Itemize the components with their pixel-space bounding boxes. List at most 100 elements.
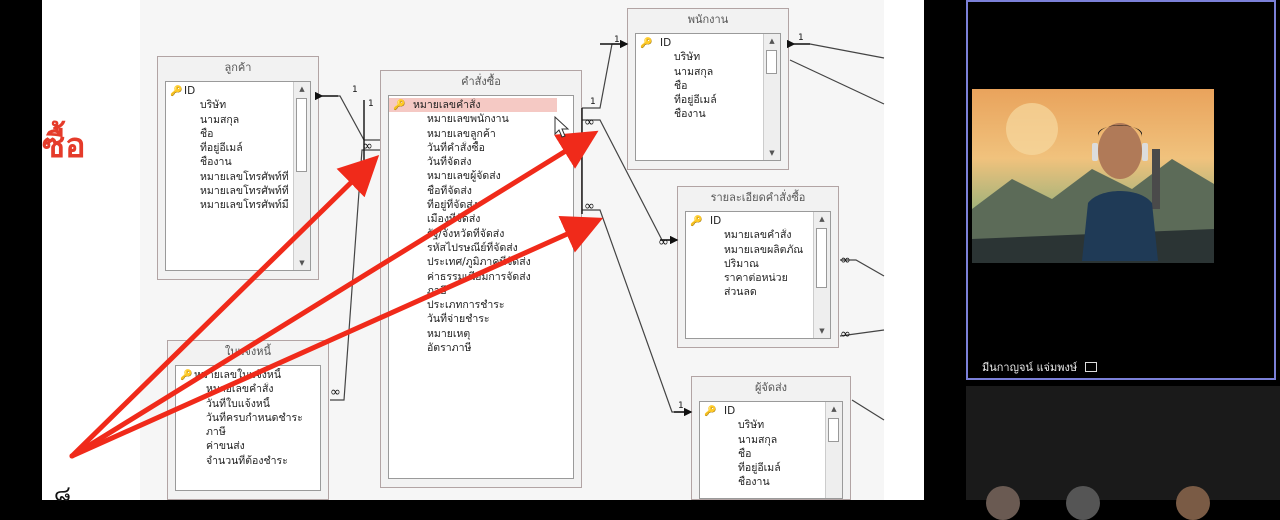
field-item[interactable]: ชื่องาน bbox=[200, 156, 232, 169]
table-invoices[interactable]: ใบแจ้งหนี้ 🔑หมายเลขใบแจ้งหนี้ หมายเลขคำส… bbox=[167, 340, 329, 500]
participant-name-label: มีนกาญจน์ แจ่มพงษ์ bbox=[982, 358, 1097, 376]
key-icon: 🔑 bbox=[690, 216, 703, 227]
field-item[interactable]: นามสกุล bbox=[200, 113, 240, 126]
table-employees[interactable]: พนักงาน 🔑ID บริษัท นามสกุล ชื่อ ที่อยู่อ… bbox=[627, 8, 789, 170]
field-item[interactable]: 🔑ID bbox=[686, 214, 814, 228]
field-item[interactable]: บริษัท bbox=[200, 99, 227, 112]
key-icon: 🔑 bbox=[640, 38, 653, 49]
field-list-box[interactable]: 🔑ID บริษัท นามสกุล ชื่อ ที่อยู่อีเมล์ ชื… bbox=[635, 33, 781, 161]
table-order-details[interactable]: รายละเอียดคำสั่งซื้อ 🔑ID หมายเลขคำสั่ง ห… bbox=[677, 186, 839, 348]
field-item[interactable]: 🔑ID bbox=[636, 36, 764, 50]
field-item[interactable]: ที่อยู่ที่จัดส่ง bbox=[427, 199, 478, 212]
field-list: 🔑ID บริษัท นามสกุล ชื่อ ที่อยู่อีเมล์ ชื… bbox=[166, 82, 310, 213]
field-item[interactable]: ภาษี bbox=[427, 284, 447, 297]
field-item[interactable]: ที่อยู่อีเมล์ bbox=[200, 142, 243, 155]
field-item[interactable]: นามสกุล bbox=[738, 433, 778, 446]
field-item[interactable]: หมายเลขพนักงาน bbox=[427, 113, 509, 126]
scroll-down-icon[interactable]: ▼ bbox=[299, 259, 305, 267]
table-orders[interactable]: คำสั่งซื้อ 🔑หมายเลขคำสั่ง หมายเลขพนักงาน… bbox=[380, 70, 582, 488]
field-list-box[interactable]: 🔑หมายเลขใบแจ้งหนี้ หมายเลขคำสั่ง วันที่ใ… bbox=[175, 365, 321, 491]
field-item[interactable]: นามสกุล bbox=[674, 65, 714, 78]
participant-thumbnail[interactable] bbox=[1066, 486, 1100, 520]
field-item[interactable]: จำนวนที่ต้องชำระ bbox=[206, 454, 288, 467]
field-item[interactable]: ค่าธรรมเนียมการจัดส่ง bbox=[427, 270, 531, 283]
field-item[interactable]: ชื่อ bbox=[674, 79, 688, 92]
field-item[interactable]: วันที่คำสั่งซื้อ bbox=[427, 141, 485, 154]
mouse-cursor-icon bbox=[554, 116, 570, 138]
field-list: 🔑หมายเลขคำสั่ง หมายเลขพนักงาน หมายเลขลูก… bbox=[389, 96, 573, 355]
scroll-up-icon[interactable]: ▲ bbox=[819, 215, 825, 223]
field-list-box[interactable]: 🔑ID หมายเลขคำสั่ง หมายเลขผลิตภัณ ปริมาณ … bbox=[685, 211, 831, 339]
field-item[interactable]: ชื่อ bbox=[738, 447, 752, 460]
field-item[interactable]: หมายเลขโทรศัพท์ที่ bbox=[200, 170, 289, 183]
field-item[interactable]: ประเภทการชำระ bbox=[427, 299, 505, 312]
table-customers[interactable]: ลูกค้า 🔑ID บริษัท นามสกุล ชื่อ ที่อยู่อี… bbox=[157, 56, 319, 280]
vertical-scrollbar[interactable]: ▲ ▼ bbox=[293, 82, 310, 270]
field-item[interactable]: รัฐ/จังหวัดที่จัดส่ง bbox=[427, 227, 505, 240]
field-list-box[interactable]: 🔑ID บริษัท นามสกุล ชื่อ ที่อยู่อีเมล์ ชื… bbox=[165, 81, 311, 271]
table-title: พนักงาน bbox=[687, 13, 729, 26]
scroll-thumb[interactable] bbox=[828, 418, 839, 442]
field-item[interactable]: วันที่จ่ายชำระ bbox=[427, 313, 490, 326]
field-list: 🔑ID หมายเลขคำสั่ง หมายเลขผลิตภัณ ปริมาณ … bbox=[686, 212, 830, 300]
field-item[interactable]: ส่วนลด bbox=[724, 286, 757, 299]
field-item[interactable]: บริษัท bbox=[738, 419, 765, 432]
table-title: คำสั่งซื้อ bbox=[461, 75, 501, 88]
field-item[interactable]: หมายเลขผลิตภัณ bbox=[724, 243, 804, 256]
key-icon: 🔑 bbox=[393, 100, 406, 111]
field-item[interactable]: หมายเลขโทรศัพท์มื bbox=[200, 199, 289, 212]
field-item-selected[interactable]: 🔑หมายเลขคำสั่ง bbox=[389, 98, 557, 113]
participant-thumbnail[interactable] bbox=[1176, 486, 1210, 520]
slide-title-fragment: ซื้อ bbox=[42, 126, 86, 166]
field-item[interactable]: หมายเลขลูกค้า bbox=[427, 127, 496, 140]
field-item[interactable]: ค่าขนส่ง bbox=[206, 440, 245, 453]
field-item[interactable]: หมายเหตุ bbox=[427, 327, 471, 340]
field-item[interactable]: วันที่ใบแจ้งหนี้ bbox=[206, 397, 270, 410]
scroll-up-icon[interactable]: ▲ bbox=[769, 37, 775, 45]
table-title: รายละเอียดคำสั่งซื้อ bbox=[710, 191, 806, 204]
field-item[interactable]: ชื่องาน bbox=[738, 476, 770, 489]
field-list: 🔑ID บริษัท นามสกุล ชื่อ ที่อยู่อีเมล์ ชื… bbox=[700, 402, 842, 490]
field-item[interactable]: ประเทศ/ภูมิภาคที่จัดส่ง bbox=[427, 256, 531, 269]
field-item[interactable]: ราคาต่อหน่วย bbox=[724, 272, 788, 285]
field-item[interactable]: 🔑ID bbox=[700, 404, 826, 418]
participant-video-tile[interactable]: มีนกาญจน์ แจ่มพงษ์ bbox=[966, 0, 1276, 380]
field-item[interactable]: 🔑ID bbox=[166, 84, 294, 98]
field-item[interactable]: วันที่จัดส่ง bbox=[427, 156, 472, 169]
vertical-scrollbar[interactable]: ▲ ▼ bbox=[813, 212, 830, 338]
field-item[interactable]: อัตราภาษี bbox=[427, 342, 472, 355]
scroll-thumb[interactable] bbox=[766, 50, 777, 74]
field-list-box[interactable]: 🔑ID บริษัท นามสกุล ชื่อ ที่อยู่อีเมล์ ชื… bbox=[699, 401, 843, 499]
field-item[interactable]: วันที่ครบกำหนดชำระ bbox=[206, 411, 303, 424]
field-item[interactable]: ชื่อที่จัดส่ง bbox=[427, 184, 472, 197]
slide-bottom-glyph: ๘ bbox=[54, 482, 71, 507]
scroll-down-icon[interactable]: ▼ bbox=[819, 327, 825, 335]
field-item[interactable]: บริษัท bbox=[674, 51, 701, 64]
vertical-scrollbar[interactable]: ▲ bbox=[825, 402, 842, 498]
participant-thumbnail[interactable] bbox=[986, 486, 1020, 520]
field-item[interactable]: ที่อยู่อีเมล์ bbox=[738, 462, 781, 475]
field-item[interactable]: หมายเลขโทรศัพท์ที่ bbox=[200, 185, 289, 198]
field-item[interactable]: 🔑หมายเลขใบแจ้งหนี้ bbox=[176, 368, 304, 382]
field-item[interactable]: หมายเลขคำสั่ง bbox=[724, 229, 792, 242]
scroll-thumb[interactable] bbox=[296, 98, 307, 172]
field-item[interactable]: หมายเลขคำสั่ง bbox=[206, 383, 274, 396]
participant-thumbnail-strip[interactable] bbox=[966, 386, 1280, 520]
field-list-box[interactable]: 🔑หมายเลขคำสั่ง หมายเลขพนักงาน หมายเลขลูก… bbox=[388, 95, 574, 479]
field-item[interactable]: ปริมาณ bbox=[724, 257, 759, 270]
scroll-thumb[interactable] bbox=[816, 228, 827, 288]
field-item[interactable]: รหัสไปรษณีย์ที่จัดส่ง bbox=[427, 241, 518, 254]
field-list: 🔑ID บริษัท นามสกุล ชื่อ ที่อยู่อีเมล์ ชื… bbox=[636, 34, 780, 122]
field-item[interactable]: ชื่อ bbox=[200, 127, 214, 140]
field-item[interactable]: หมายเลขผู้จัดส่ง bbox=[427, 170, 501, 183]
table-shippers[interactable]: ผู้จัดส่ง 🔑ID บริษัท นามสกุล ชื่อ ที่อยู… bbox=[691, 376, 851, 500]
scroll-down-icon[interactable]: ▼ bbox=[769, 149, 775, 157]
field-item[interactable]: ชื่องาน bbox=[674, 108, 706, 121]
field-item[interactable]: เมืองที่จัดส่ง bbox=[427, 213, 481, 226]
scroll-up-icon[interactable]: ▲ bbox=[831, 405, 837, 413]
field-item[interactable]: ภาษี bbox=[206, 426, 226, 439]
field-item[interactable]: ที่อยู่อีเมล์ bbox=[674, 94, 717, 107]
vertical-scrollbar[interactable]: ▲ ▼ bbox=[763, 34, 780, 160]
scroll-up-icon[interactable]: ▲ bbox=[299, 85, 305, 93]
meeting-window: ซื้อ ๘ ลูกค้า 🔑ID บริษัท นามสกุล ชื่อ ที… bbox=[42, 0, 1280, 520]
